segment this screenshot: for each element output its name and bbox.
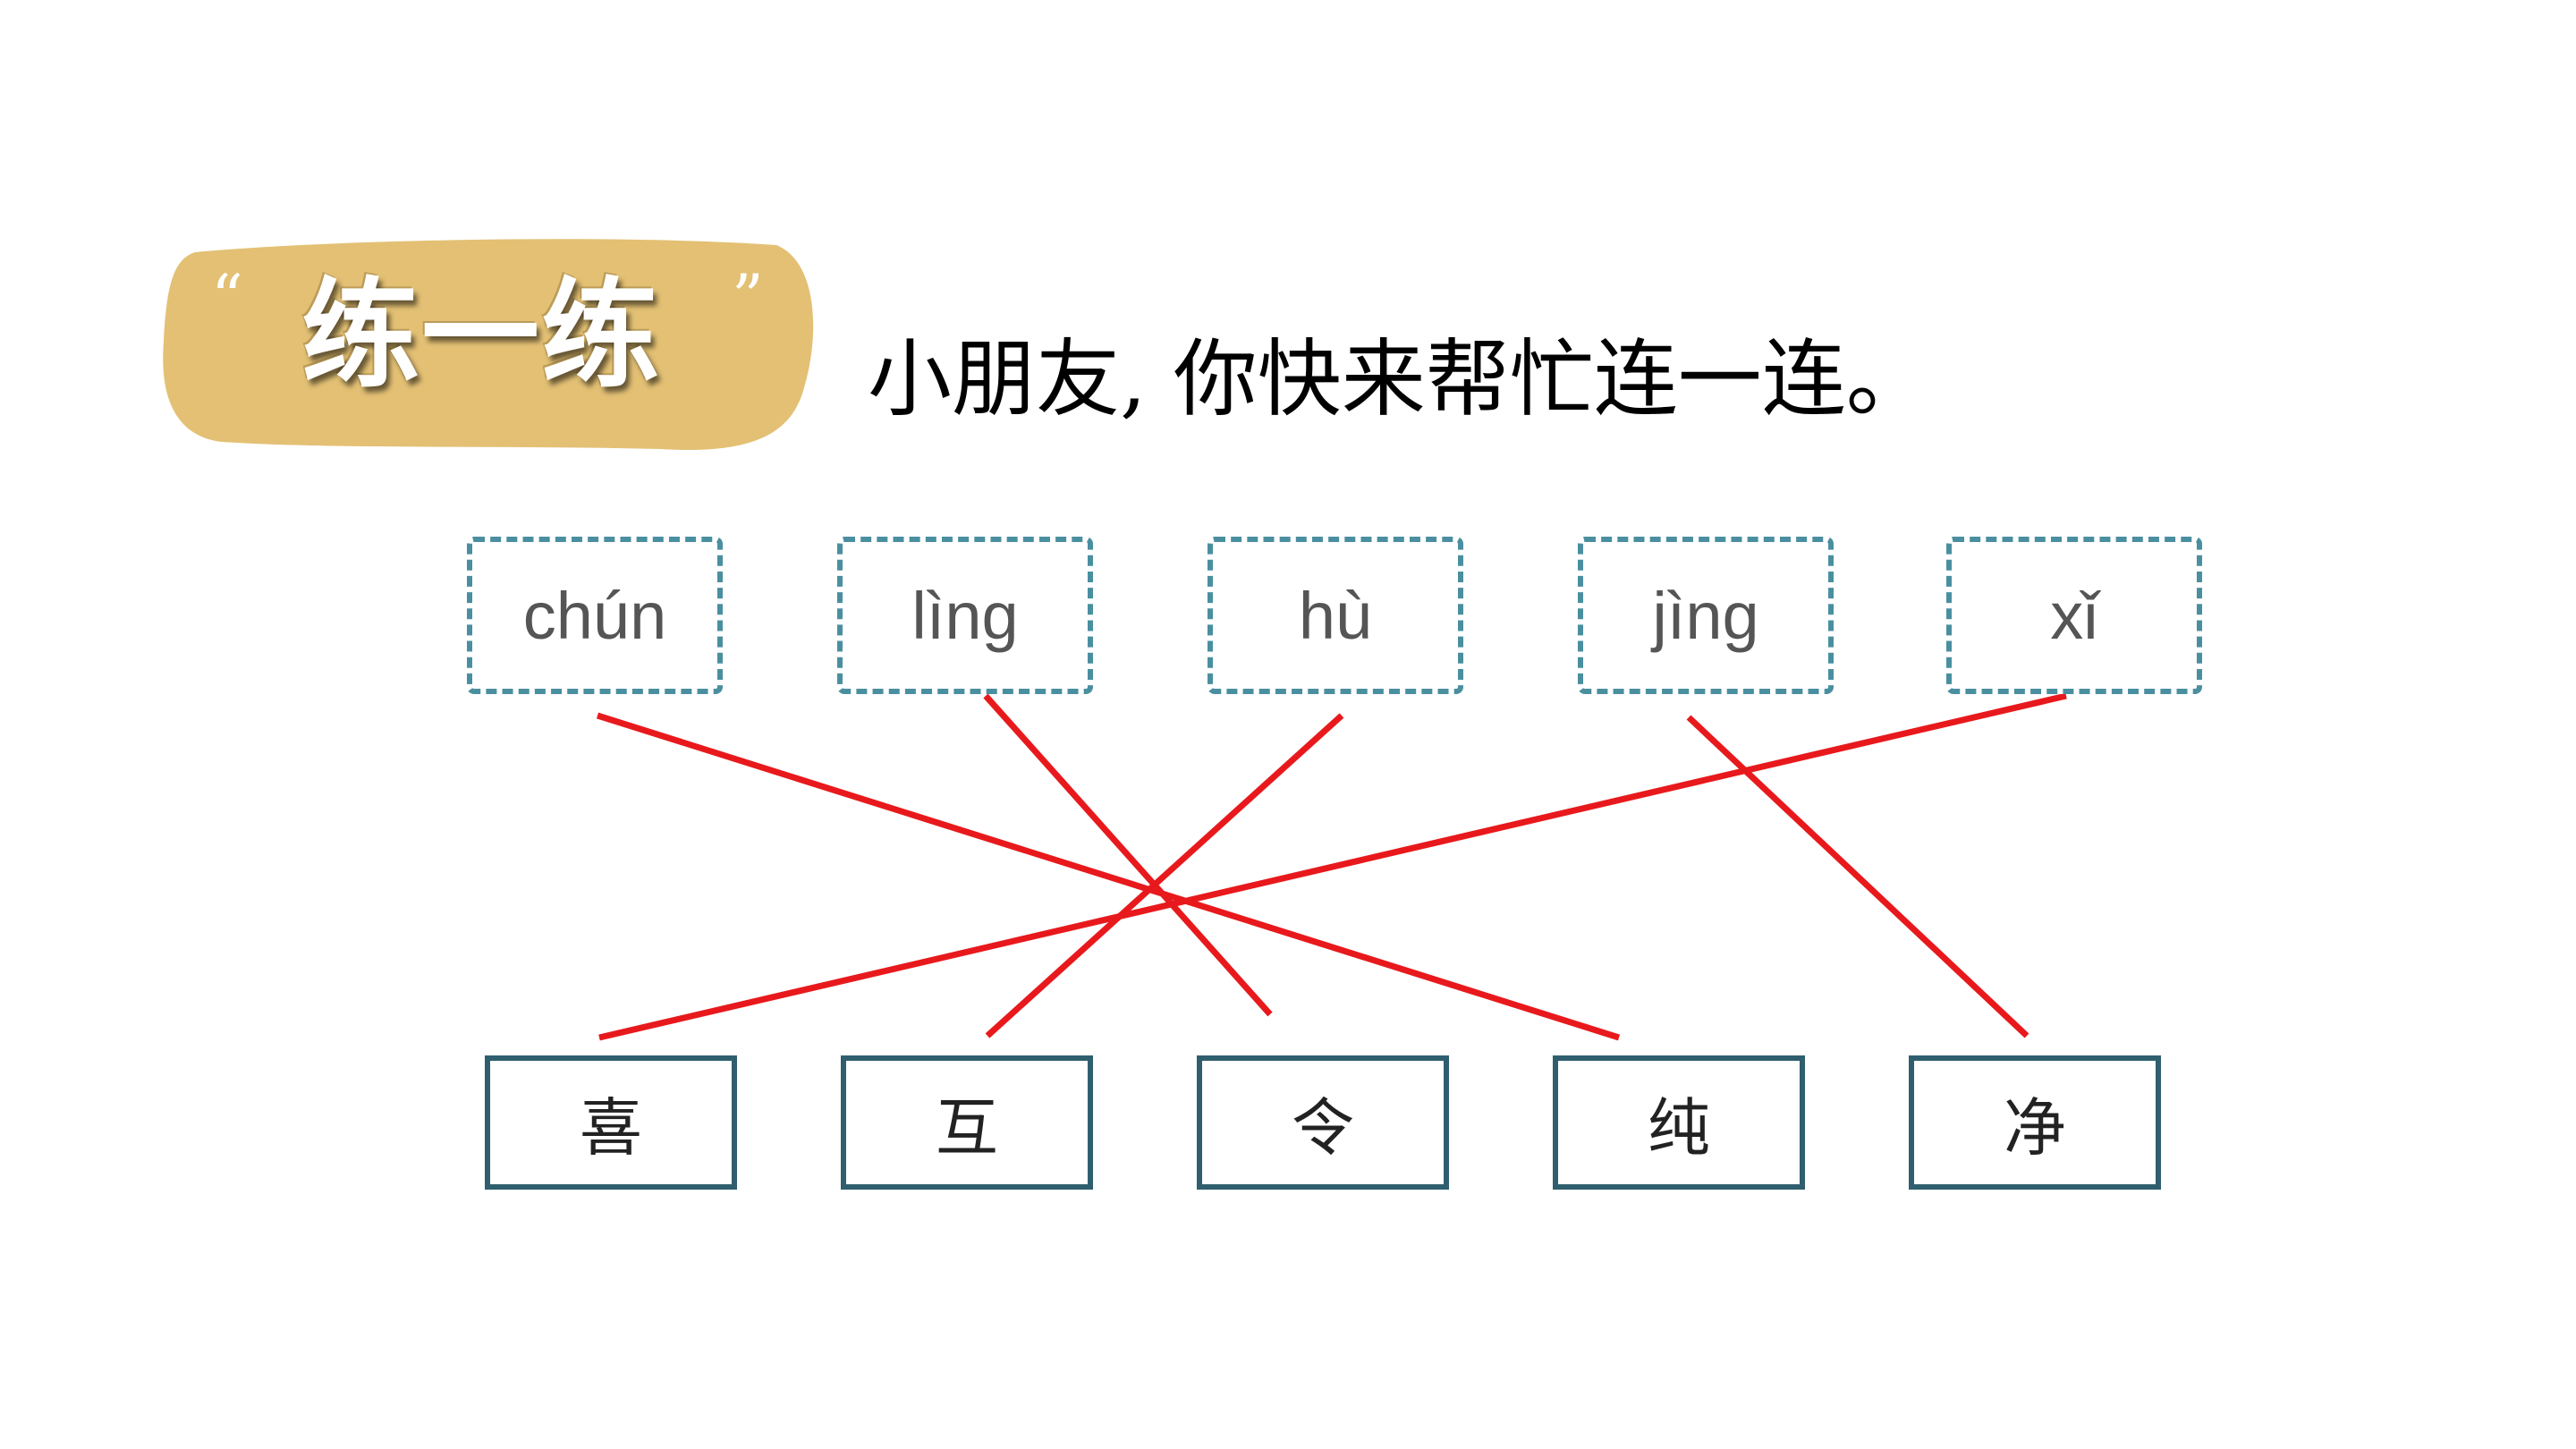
char-label: 喜 xyxy=(580,1090,642,1165)
instruction-text: 小朋友, 你快来帮忙连一连。 xyxy=(868,331,1930,428)
char-label: 纯 xyxy=(1648,1090,1710,1165)
pinyin-box-chun[interactable]: chún xyxy=(467,537,723,694)
pinyin-box-xi[interactable]: xǐ xyxy=(1946,537,2202,694)
badge-open-quote: “ xyxy=(211,261,243,335)
char-label: 净 xyxy=(2004,1090,2066,1165)
pinyin-box-hu[interactable]: hù xyxy=(1208,537,1463,694)
match-line-jing xyxy=(1686,715,2029,1038)
match-line-ling xyxy=(983,693,1273,1017)
pinyin-label: chún xyxy=(522,578,667,653)
pinyin-box-jing[interactable]: jìng xyxy=(1578,537,1834,694)
badge-title: 练一练 xyxy=(301,267,661,404)
char-box-jing[interactable]: 净 xyxy=(1909,1055,2161,1190)
char-box-ling[interactable]: 令 xyxy=(1197,1055,1449,1190)
match-line-chun xyxy=(596,712,1621,1041)
pinyin-label: lìng xyxy=(911,578,1019,653)
match-line-hu xyxy=(985,713,1344,1038)
badge-background: “ ” xyxy=(163,239,814,450)
char-box-chun[interactable]: 纯 xyxy=(1553,1055,1805,1190)
pinyin-label: jìng xyxy=(1652,578,1759,653)
pinyin-box-ling[interactable]: lìng xyxy=(837,537,1093,694)
badge-close-quote: ” xyxy=(732,261,764,335)
match-line-xi xyxy=(598,692,2067,1041)
char-label: 令 xyxy=(1292,1090,1354,1165)
practice-badge: “ ” 练一练 xyxy=(159,234,817,454)
char-box-xi[interactable]: 喜 xyxy=(485,1055,737,1190)
char-box-hu[interactable]: 互 xyxy=(841,1055,1093,1190)
pinyin-label: hù xyxy=(1298,578,1373,653)
char-label: 互 xyxy=(936,1090,998,1165)
pinyin-label: xǐ xyxy=(2050,578,2098,653)
